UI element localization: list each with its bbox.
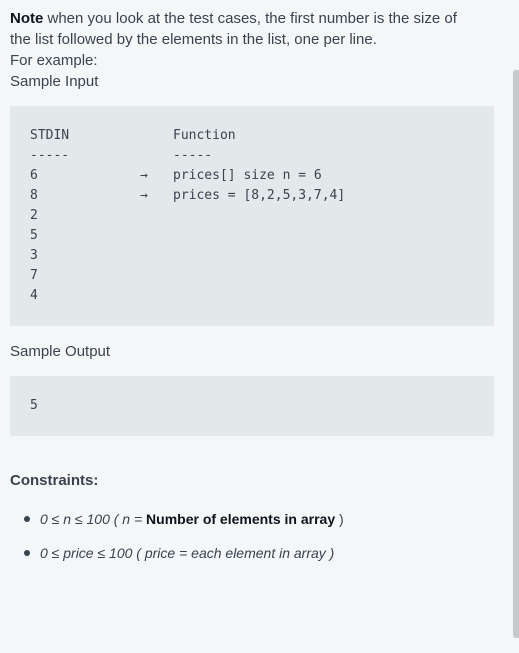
function-line: prices = [8,2,5,3,7,4]: [173, 188, 346, 203]
stdin-value: 5: [30, 228, 38, 243]
stdin-column: STDIN ----- 6 8 2 5 3 7 4: [30, 126, 69, 306]
note-text-2: the list followed by the elements in the…: [10, 31, 377, 48]
function-header: Function: [173, 128, 236, 143]
note-bold: Note: [10, 10, 44, 27]
sample-output-value: 5: [30, 398, 38, 413]
sample-output-box: 5: [10, 376, 494, 436]
stdin-value: 7: [30, 268, 38, 283]
stdin-value: 2: [30, 208, 38, 223]
stdin-value: 4: [30, 288, 38, 303]
stdin-value: 8: [30, 188, 38, 203]
function-column: Function ----- prices[] size n = 6 price…: [173, 126, 345, 206]
constraints-list: 0 ≤ n ≤ 100 ( n = Number of elements in …: [10, 509, 494, 563]
constraint-text: 0 ≤ price ≤ 100 ( price = each element i…: [40, 545, 335, 561]
stdin-dash: -----: [30, 148, 70, 163]
problem-statement: Note when you look at the test cases, th…: [10, 8, 494, 577]
bullet-icon: [24, 550, 30, 556]
list-item: 0 ≤ price ≤ 100 ( price = each element i…: [24, 543, 494, 563]
arrow-column: → →: [140, 166, 148, 206]
constraint-formula: 0 ≤ n ≤ 100 ( n =: [40, 511, 147, 527]
constraints-title: Constraints:: [10, 472, 99, 489]
sample-input-label: Sample Input: [10, 73, 99, 90]
arrow-icon: →: [140, 188, 148, 203]
list-item: 0 ≤ n ≤ 100 ( n = Number of elements in …: [24, 509, 494, 529]
constraint-bold: Number of elements in array: [146, 511, 336, 527]
stdin-header: STDIN: [30, 128, 70, 143]
note-text-3: For example:: [10, 52, 98, 69]
vertical-scrollbar[interactable]: [513, 70, 519, 638]
stdin-value: 3: [30, 248, 38, 263]
arrow-icon: →: [140, 168, 148, 183]
note-text-1: when you look at the test cases, the fir…: [43, 10, 457, 27]
bullet-icon: [24, 516, 30, 522]
note-paragraph: Note when you look at the test cases, th…: [10, 8, 494, 92]
function-line: prices[] size n = 6: [173, 168, 322, 183]
sample-output-label: Sample Output: [10, 343, 111, 360]
sample-input-box: STDIN ----- 6 8 2 5 3 7 4 → → Function -…: [10, 106, 494, 326]
constraint-end: ): [335, 511, 344, 527]
function-dash: -----: [173, 148, 213, 163]
stdin-value: 6: [30, 168, 38, 183]
